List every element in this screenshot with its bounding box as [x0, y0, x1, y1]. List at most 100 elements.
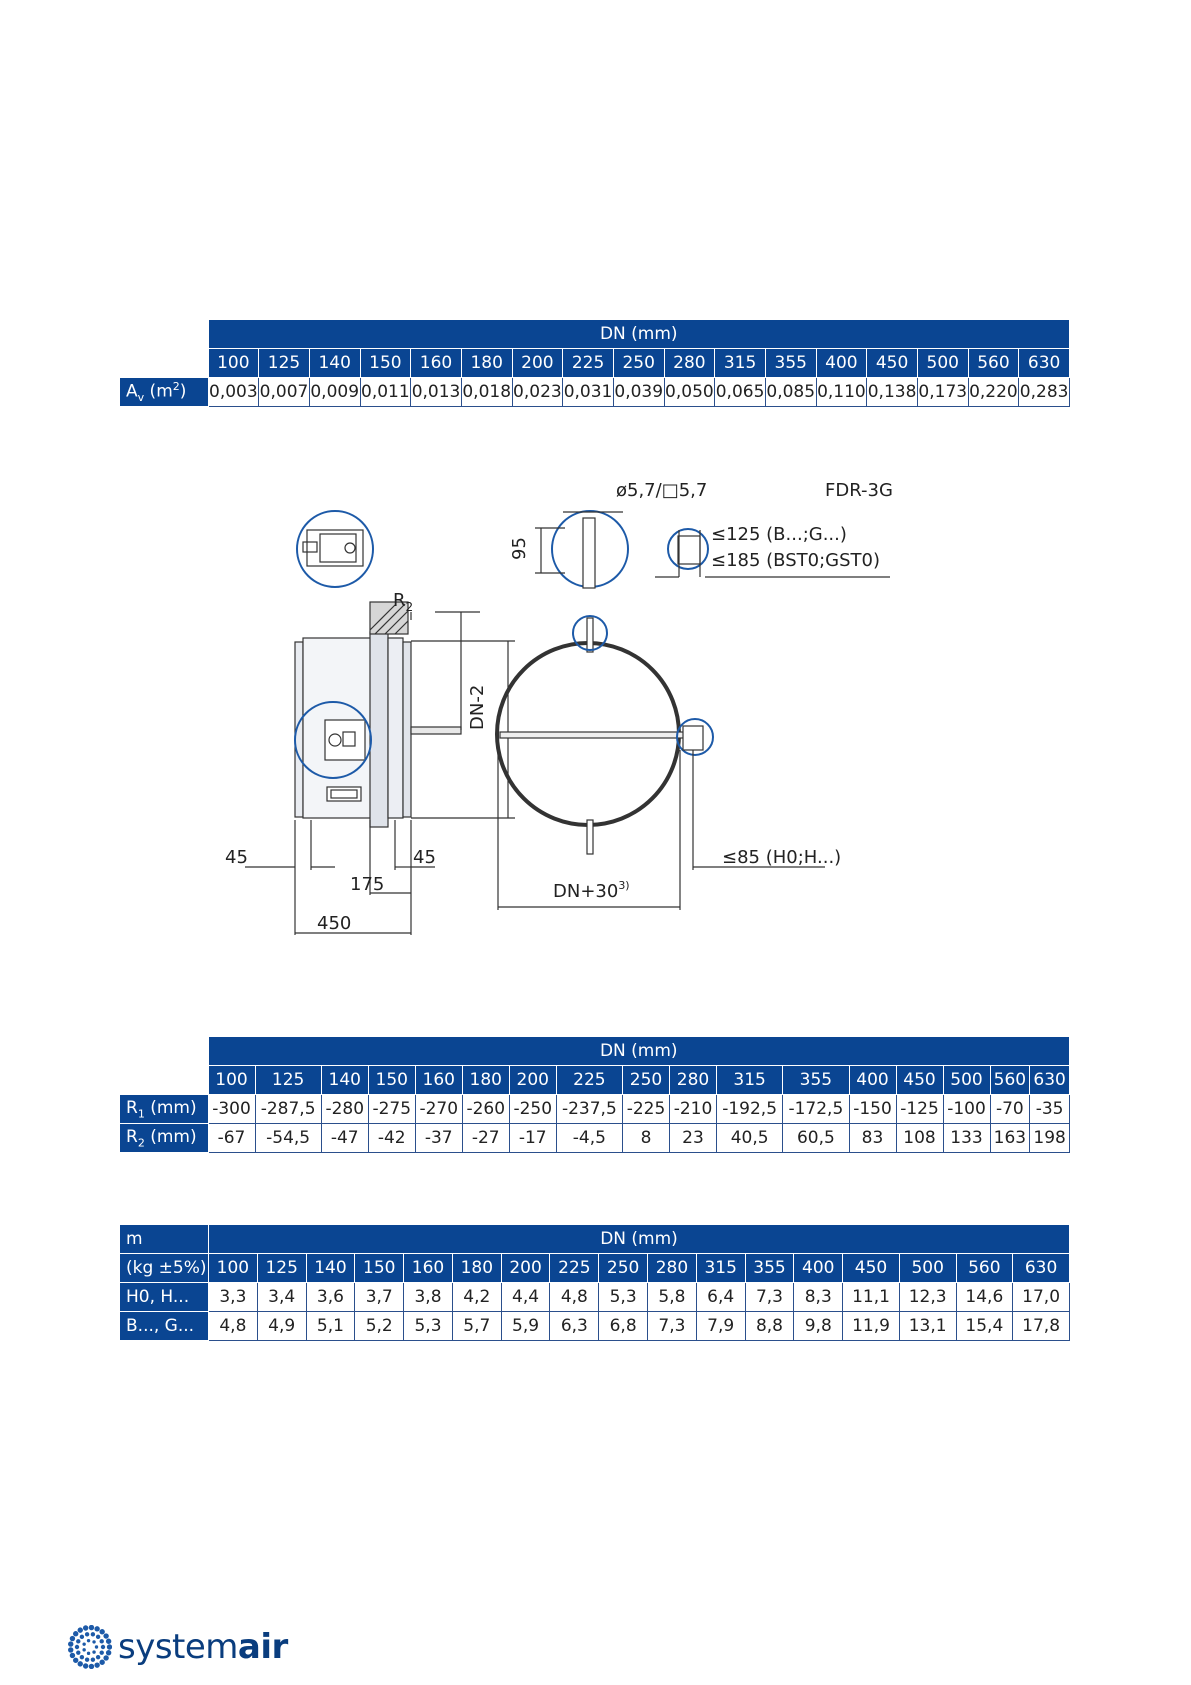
mass-value-cell: 12,3 [898, 1282, 957, 1312]
dn-header-cell: 400 [848, 1065, 897, 1095]
mass-value-cell: 5,3 [598, 1282, 649, 1312]
r-value-cell: -270 [414, 1094, 463, 1124]
dn-header-cell: 280 [669, 1065, 717, 1095]
actuator-box [324, 719, 366, 761]
row-label-main: R [126, 1097, 138, 1118]
r-value-cell: -54,5 [254, 1123, 322, 1153]
damper-technical-drawing: R2 DN-2 45 45 175 450 DN+303) ≤85 (H0;H.… [225, 480, 893, 935]
dn-header-cell: 450 [842, 1253, 900, 1283]
mass-value-cell: 3,3 [208, 1282, 258, 1312]
mass-value-cell: 6,3 [549, 1311, 600, 1341]
r-value-cell: -210 [669, 1094, 717, 1124]
mass-value-cell: 5,1 [305, 1311, 356, 1341]
mass-value-cell: 4,8 [208, 1311, 258, 1341]
row-label-av: Av (m2) [119, 377, 209, 407]
systemair-dots-icon [68, 1625, 112, 1669]
mass-value-cell: 3,4 [256, 1282, 307, 1312]
table-corner [120, 320, 209, 349]
dn-header-cell: 315 [695, 1253, 746, 1283]
r-value-cell: -27 [461, 1123, 510, 1153]
mass-value-cell: 5,2 [354, 1311, 405, 1341]
mass-value-cell: 5,7 [451, 1311, 502, 1341]
table-row: R1 (mm)-300-287,5-280-275-270-260-250-23… [119, 1094, 1070, 1124]
dn-header-cell: 180 [461, 1065, 510, 1095]
dn-header-cell: 125 [256, 1253, 307, 1283]
av-value-cell: 0,009 [308, 377, 361, 407]
r-value-cell: -237,5 [555, 1094, 624, 1124]
r-value-cell: -100 [942, 1094, 991, 1124]
label-plate [326, 786, 362, 802]
table-header-dn: DN (mm) [207, 319, 1070, 349]
dn-header-cell: 140 [305, 1253, 356, 1283]
dn-header-cell: 630 [1029, 1065, 1070, 1095]
r-value-cell: -42 [367, 1123, 416, 1153]
dn-header-cell: 225 [562, 348, 614, 378]
mass-value-cell: 7,3 [647, 1311, 697, 1341]
mass-value-cell: 17,0 [1012, 1282, 1070, 1312]
dn-header-cell: 500 [916, 348, 969, 378]
mass-value-cell: 7,3 [744, 1282, 795, 1312]
r-value-cell: 23 [669, 1123, 717, 1153]
dn-header-cell: 560 [967, 348, 1020, 378]
r-value-cell: -287,5 [254, 1094, 322, 1124]
h-label: ≤85 (H0;H...) [722, 847, 841, 868]
av-value-cell: 0,011 [359, 377, 412, 407]
mass-value-cell: 8,8 [744, 1311, 795, 1341]
model-label: FDR-3G [825, 480, 893, 501]
mass-value-cell: 13,1 [898, 1311, 957, 1341]
dim-45-right: 45 [413, 847, 436, 868]
dn-header-cell: 315 [715, 1065, 784, 1095]
mass-value-cell: 5,8 [647, 1282, 697, 1312]
dn-header-cell: 355 [782, 1065, 850, 1095]
dn-header-cell: 160 [410, 348, 462, 378]
detail-circle-actuator [294, 701, 372, 779]
av-value-cell: 0,220 [967, 377, 1020, 407]
dn-header-cell: 250 [598, 1253, 649, 1283]
row-label-sub: 1 [137, 1107, 145, 1121]
av-value-cell: 0,138 [866, 377, 918, 407]
av-value-cell: 0,039 [612, 377, 665, 407]
dn-header-cell: 315 [714, 348, 766, 378]
r-value-cell: 198 [1029, 1123, 1070, 1153]
r-value-cell: -280 [320, 1094, 369, 1124]
dn-header-cell: 500 [898, 1253, 957, 1283]
dn-header-cell: 200 [511, 348, 564, 378]
mass-value-cell: 8,3 [793, 1282, 844, 1312]
row-label-main: R [126, 1126, 138, 1147]
mass-value-cell: 4,2 [451, 1282, 502, 1312]
row-label-sub: 2 [137, 1136, 145, 1150]
dn-header-cell: 400 [815, 348, 868, 378]
row-label: R1 (mm) [119, 1094, 209, 1124]
mass-value-cell: 5,9 [500, 1311, 551, 1341]
dim-95: 95 [509, 537, 530, 560]
av-value-cell: 0,110 [815, 377, 868, 407]
row-label: R2 (mm) [119, 1123, 209, 1153]
av-value-cell: 0,031 [562, 377, 614, 407]
r-value-cell: -275 [367, 1094, 416, 1124]
mass-value-cell: 7,9 [695, 1311, 746, 1341]
r-value-cell: -37 [414, 1123, 463, 1153]
mass-value-cell: 15,4 [955, 1311, 1014, 1341]
dn-header-cell: 225 [555, 1065, 624, 1095]
mass-value-cell: 14,6 [955, 1282, 1014, 1312]
mass-value-cell: 3,8 [403, 1282, 453, 1312]
table-header-dn: DN (mm) [207, 1036, 1070, 1066]
dn-header-cell: 200 [500, 1253, 551, 1283]
r-value-cell: 40,5 [715, 1123, 784, 1153]
dn-header-cell: 180 [460, 348, 513, 378]
av-value-cell: 0,173 [916, 377, 969, 407]
r-value-cell: 60,5 [782, 1123, 850, 1153]
av-value-cell: 0,085 [764, 377, 817, 407]
dn-header-cell: 280 [647, 1253, 697, 1283]
dn-header-cell: 140 [320, 1065, 369, 1095]
mass-value-cell: 4,9 [256, 1311, 307, 1341]
r-value-cell: 108 [895, 1123, 944, 1153]
r-value-cell: -4,5 [555, 1123, 624, 1153]
av-value-cell: 0,018 [460, 377, 513, 407]
dim-45-left: 45 [225, 847, 248, 868]
row-label-tail: (mm) [144, 1126, 197, 1147]
dn-header-cell: 560 [989, 1065, 1031, 1095]
mass-value-cell: 11,1 [842, 1282, 900, 1312]
